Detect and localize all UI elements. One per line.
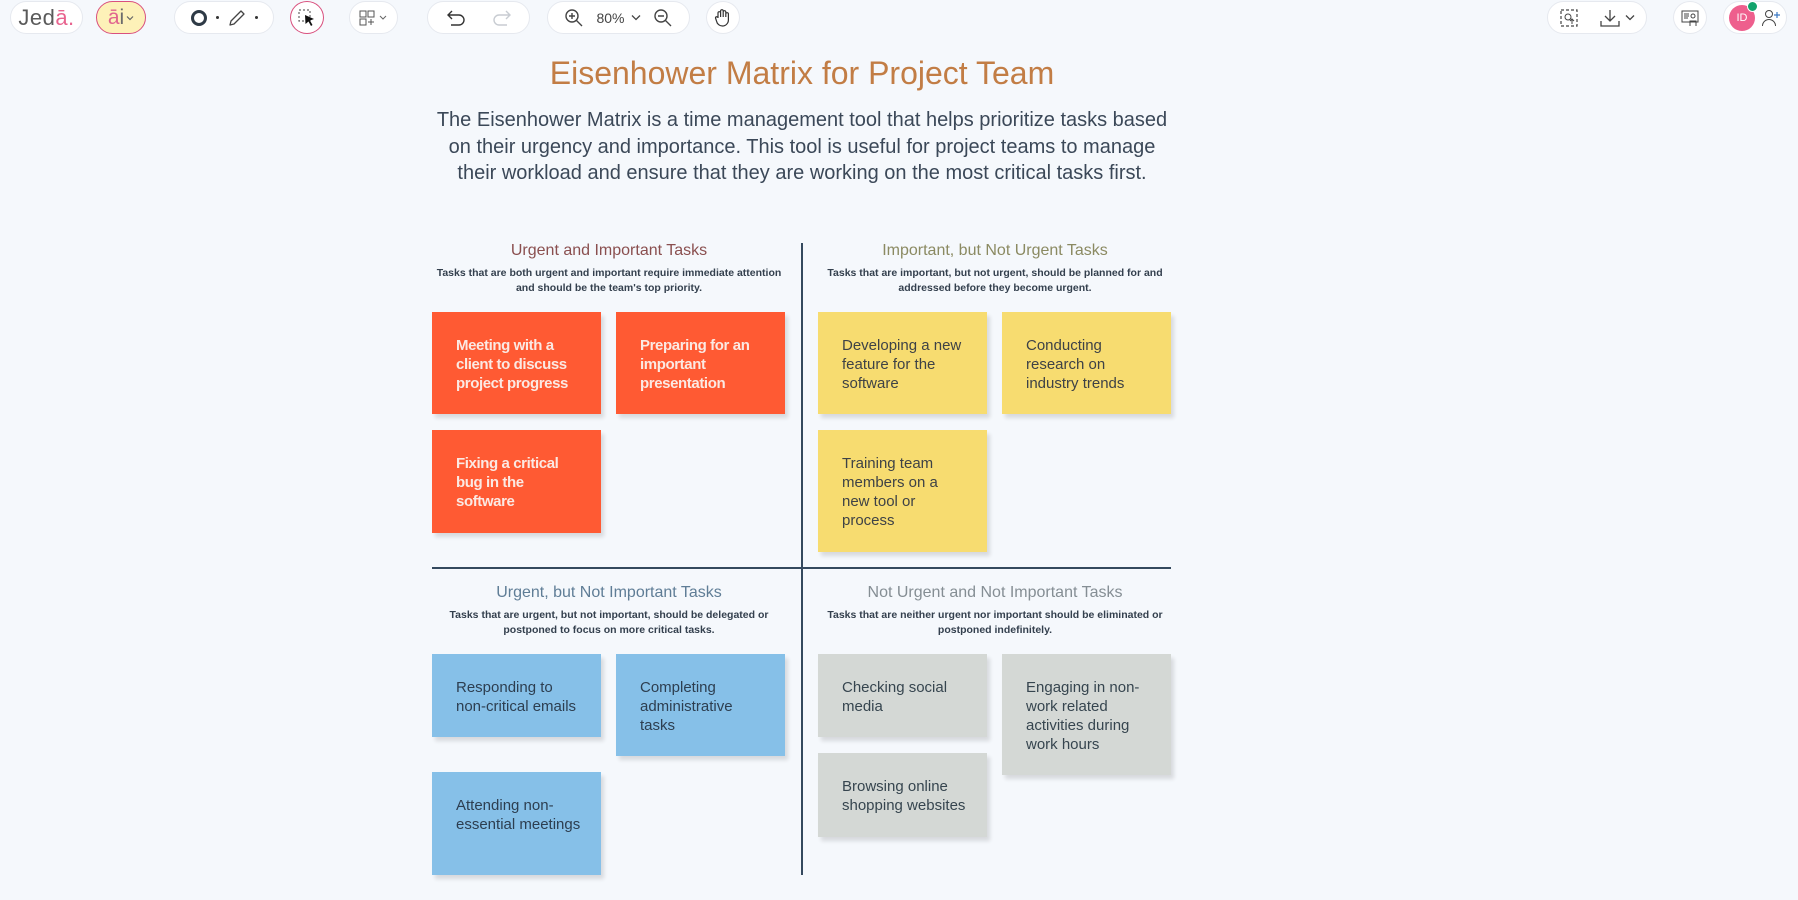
quadrant-urgent-important-header: Urgent and Important Tasks Tasks that ar… xyxy=(429,241,789,296)
online-status-indicator xyxy=(1747,0,1758,12)
add-user-icon xyxy=(1762,9,1780,26)
zoom-out-icon xyxy=(653,8,672,26)
sticky-note[interactable]: Engaging in non-work related activities … xyxy=(1002,654,1171,775)
pen-tool-button[interactable] xyxy=(227,8,247,28)
quadrant-title[interactable]: Urgent, but Not Important Tasks xyxy=(496,584,722,601)
capture-area-button[interactable] xyxy=(1559,8,1579,28)
logo-text: Jed xyxy=(18,4,56,30)
quadrant-not-urgent-not-important-header: Not Urgent and Not Important Tasks Tasks… xyxy=(815,583,1175,638)
chevron-down-icon xyxy=(631,15,640,21)
presenter-icon xyxy=(1681,10,1699,26)
ai-logo-i: i xyxy=(119,5,125,29)
logo-accent: ā. xyxy=(55,4,75,30)
quadrant-urgent-not-important-header: Urgent, but Not Important Tasks Tasks th… xyxy=(429,583,789,638)
hand-icon xyxy=(714,8,729,27)
sticky-note[interactable]: Completing administrative tasks xyxy=(616,654,785,756)
quadrant-description[interactable]: Tasks that are both urgent and important… xyxy=(436,267,782,294)
pan-tool-button[interactable] xyxy=(706,1,740,34)
sticky-note[interactable]: Meeting with a client to discuss project… xyxy=(432,312,601,414)
undo-icon xyxy=(446,10,465,26)
select-tool-button[interactable] xyxy=(290,1,324,34)
zoom-out-button[interactable] xyxy=(653,8,673,28)
pencil-icon xyxy=(229,9,245,26)
quadrant-title[interactable]: Urgent and Important Tasks xyxy=(510,242,708,259)
download-button[interactable] xyxy=(1599,8,1635,28)
presentation-button[interactable] xyxy=(1673,1,1707,34)
templates-button[interactable] xyxy=(349,1,398,34)
zoom-controls: 80% xyxy=(547,1,690,34)
avatar-initials: ID xyxy=(1736,11,1748,24)
quadrant-important-not-urgent-header: Important, but Not Urgent Tasks Tasks th… xyxy=(815,241,1175,296)
zoom-in-icon xyxy=(565,8,583,26)
quadrant-title[interactable]: Not Urgent and Not Important Tasks xyxy=(867,584,1123,601)
quadrant-description[interactable]: Tasks that are neither urgent nor import… xyxy=(827,609,1163,636)
sticky-note[interactable]: Fixing a critical bug in the software xyxy=(432,430,601,533)
sticky-note[interactable]: Checking social media xyxy=(818,654,987,737)
zoom-in-button[interactable] xyxy=(564,8,584,28)
sticky-note[interactable]: Developing a new feature for the softwar… xyxy=(818,312,987,414)
chevron-down-icon xyxy=(126,15,134,21)
board-intro-text[interactable]: The Eisenhower Matrix is a time manageme… xyxy=(436,109,1168,184)
chevron-down-icon xyxy=(1625,15,1635,21)
redo-icon xyxy=(492,10,511,26)
drawing-tools-group xyxy=(174,1,274,34)
invite-user-button[interactable] xyxy=(1761,8,1781,28)
grid-add-icon xyxy=(359,10,386,25)
sticky-note[interactable]: Responding to non-critical emails xyxy=(432,654,601,737)
pen-options-dot[interactable] xyxy=(255,16,258,19)
redo-button[interactable] xyxy=(492,9,512,27)
user-avatar[interactable]: ID xyxy=(1729,0,1758,31)
sticky-note[interactable]: Attending non-essential meetings xyxy=(432,772,601,875)
sticky-note[interactable]: Training team members on a new tool or p… xyxy=(818,430,987,552)
screenshot-icon xyxy=(1560,8,1578,27)
undo-button[interactable] xyxy=(446,9,466,27)
shape-options-dot[interactable] xyxy=(216,16,219,19)
collaborators-group: ID xyxy=(1723,0,1787,34)
matrix-horizontal-divider[interactable] xyxy=(432,567,1171,569)
history-group xyxy=(427,1,530,34)
sticky-note[interactable]: Conducting research on industry trends xyxy=(1002,312,1171,414)
quadrant-description[interactable]: Tasks that are important, but not urgent… xyxy=(827,267,1163,294)
sticky-note[interactable]: Preparing for an important presentation xyxy=(616,312,785,414)
quadrant-description[interactable]: Tasks that are urgent, but not important… xyxy=(449,609,769,636)
zoom-level-dropdown[interactable]: 80% xyxy=(596,10,640,26)
select-cursor-icon xyxy=(298,8,314,26)
download-icon xyxy=(1600,9,1620,27)
circle-shape-icon xyxy=(191,9,207,26)
ai-logo-a: ā xyxy=(107,5,120,29)
sticky-note[interactable]: Browsing online shopping websites xyxy=(818,753,987,837)
matrix-vertical-divider[interactable] xyxy=(801,243,803,875)
shape-tool-button[interactable] xyxy=(190,9,208,27)
board-title[interactable]: Eisenhower Matrix for Project Team xyxy=(549,55,1055,91)
quadrant-title[interactable]: Important, but Not Urgent Tasks xyxy=(882,242,1108,259)
export-group xyxy=(1547,1,1647,34)
zoom-level: 80% xyxy=(596,9,625,26)
